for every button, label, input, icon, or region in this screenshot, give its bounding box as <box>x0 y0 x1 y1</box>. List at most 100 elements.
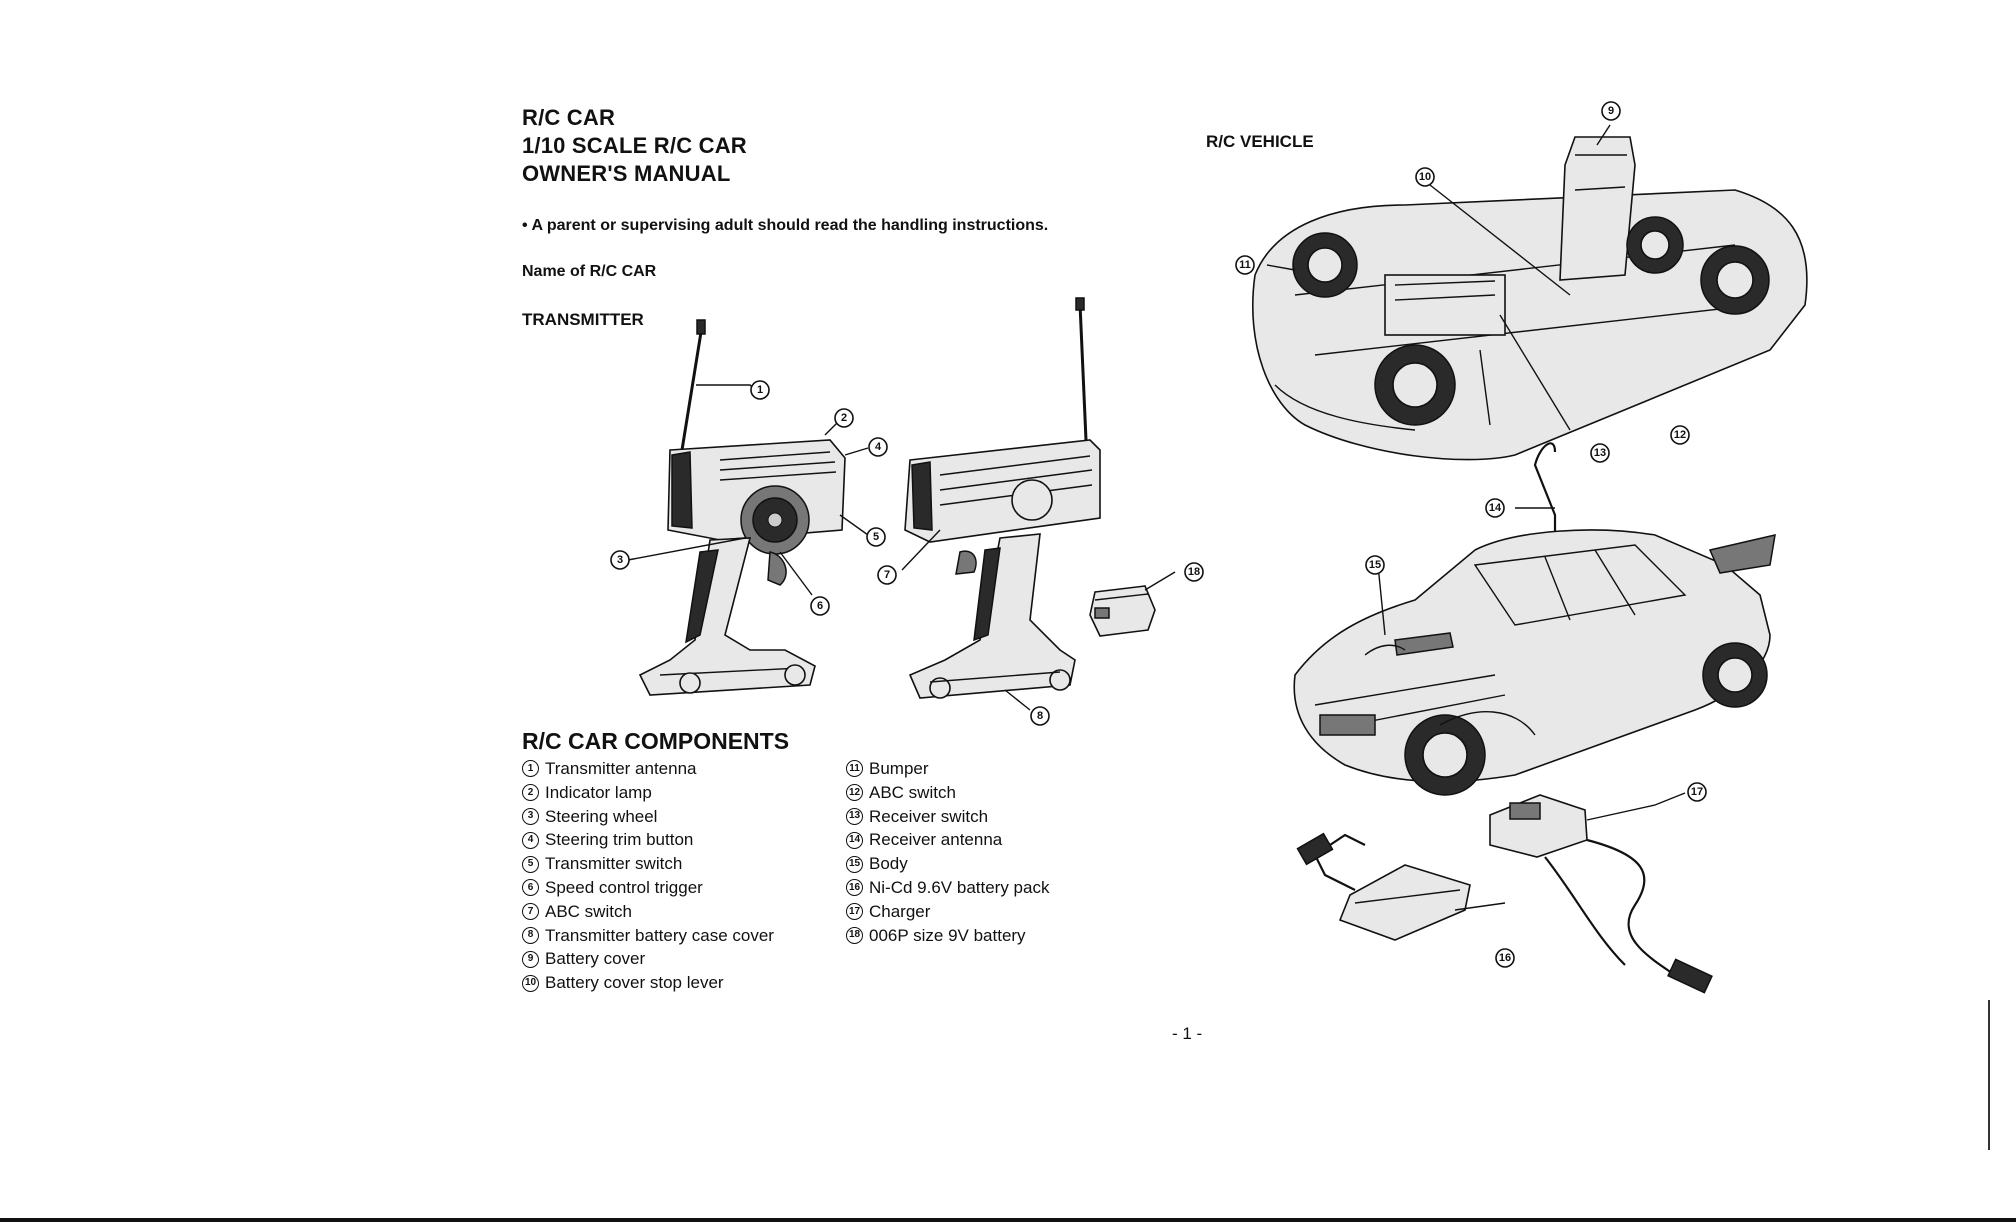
name-of-rc-car-label: Name of R/C CAR <box>522 263 657 280</box>
component-number: 17 <box>846 903 863 921</box>
component-label: Charger <box>869 901 931 921</box>
component-label: Receiver switch <box>869 806 989 826</box>
rc-vehicle-label: R/C VEHICLE <box>1206 132 1314 151</box>
component-item: 13 Receiver switch <box>846 805 1049 829</box>
car-body-drawing <box>1293 529 1776 796</box>
svg-text:4: 4 <box>875 441 882 453</box>
component-label: Bumper <box>869 759 929 778</box>
svg-text:16: 16 <box>1499 952 1511 964</box>
components-list-column-2: 11 Bumper 12 ABC switch 13 Receiver switch 14 R… <box>846 757 1049 947</box>
svg-text:10: 10 <box>1419 171 1431 183</box>
component-number: 15 <box>846 855 863 873</box>
transmitter-label: TRANSMITTER <box>522 310 644 329</box>
svg-text:17: 17 <box>1691 786 1703 798</box>
svg-text:3: 3 <box>617 554 623 566</box>
title-line-1: R/C CAR <box>522 105 616 130</box>
svg-text:9: 9 <box>1608 105 1614 117</box>
component-label: Speed control trigger <box>545 877 703 897</box>
svg-text:7: 7 <box>884 569 890 581</box>
svg-text:11: 11 <box>1239 259 1251 271</box>
svg-text:1: 1 <box>757 384 763 396</box>
component-label: Transmitter battery case cover <box>545 925 774 945</box>
transmitter-callout-leaders <box>627 384 1176 711</box>
component-item: 2 Indicator lamp <box>522 781 774 805</box>
transmitter-illustration: 1 2 4 5 3 6 7 8 18 <box>610 297 1204 726</box>
vehicle-illustration: 9 10 11 12 13 14 15 16 17 <box>1235 101 1808 994</box>
right-edge-rule <box>1988 1000 1990 1150</box>
component-number: 18 <box>846 926 863 944</box>
component-label: Indicator lamp <box>545 782 652 802</box>
component-label: Battery cover <box>545 949 646 969</box>
component-label: ABC switch <box>869 782 956 802</box>
svg-text:8: 8 <box>1037 710 1043 722</box>
component-number: 3 <box>522 807 539 825</box>
component-number: 14 <box>846 831 863 849</box>
component-item: 7 ABC switch <box>522 900 774 924</box>
component-number: 13 <box>846 807 863 825</box>
vehicle-callout-leaders <box>1266 124 1686 911</box>
component-item: 17 Charger <box>846 900 1049 924</box>
component-item: 8 Transmitter battery case cover <box>522 924 774 948</box>
svg-text:14: 14 <box>1489 502 1502 514</box>
component-number: 9 <box>522 950 539 968</box>
component-number: 12 <box>846 784 863 802</box>
svg-text:13: 13 <box>1594 447 1606 459</box>
component-label: Steering trim button <box>545 830 694 850</box>
component-label: Body <box>869 854 908 874</box>
component-number: 16 <box>846 879 863 897</box>
component-label: Battery cover stop lever <box>545 973 724 993</box>
component-label: ABC switch <box>545 901 632 921</box>
component-item: 11 Bumper <box>846 757 1049 781</box>
component-number: 8 <box>522 926 539 944</box>
manual-title: R/C CAR 1/10 SCALE R/C CAR OWNER'S MANUA… <box>522 104 747 188</box>
svg-text:6: 6 <box>817 600 823 612</box>
component-number: 11 <box>846 760 863 778</box>
receiver-antenna-wire <box>1533 442 1557 550</box>
svg-text:15: 15 <box>1369 559 1381 571</box>
component-item: 9 Battery cover <box>522 947 774 971</box>
component-item: 3 Steering wheel <box>522 805 774 829</box>
svg-text:18: 18 <box>1188 566 1200 578</box>
transmitter-rear-drawing <box>904 297 1101 699</box>
svg-text:5: 5 <box>873 531 879 543</box>
battery-charger-drawing <box>1296 794 1713 994</box>
transmitter-callout-markers: 1 2 4 5 3 6 7 8 18 <box>610 380 1204 726</box>
component-item: 1 Transmitter antenna <box>522 757 774 781</box>
supervision-notice: • A parent or supervising adult should r… <box>522 217 1049 234</box>
chassis-drawing <box>1251 136 1808 461</box>
component-item: 14 Receiver antenna <box>846 828 1049 852</box>
component-number: 7 <box>522 903 539 921</box>
components-heading: R/C CAR COMPONENTS <box>522 728 790 754</box>
transmitter-front-drawing <box>638 319 846 696</box>
component-label: Transmitter antenna <box>545 759 697 778</box>
title-line-2: 1/10 SCALE R/C CAR <box>522 133 747 158</box>
component-item: 15 Body <box>846 852 1049 876</box>
component-item: 4 Steering trim button <box>522 828 774 852</box>
component-number: 1 <box>522 760 539 778</box>
component-number: 6 <box>522 879 539 897</box>
component-item: 12 ABC switch <box>846 781 1049 805</box>
component-number: 4 <box>522 831 539 849</box>
component-label: Transmitter switch <box>545 854 683 874</box>
component-item: 16 Ni-Cd 9.6V battery pack <box>846 876 1049 900</box>
component-item: 6 Speed control trigger <box>522 876 774 900</box>
svg-text:12: 12 <box>1674 429 1686 441</box>
component-number: 5 <box>522 855 539 873</box>
title-line-3: OWNER'S MANUAL <box>522 161 731 186</box>
component-item: 10 Battery cover stop lever <box>522 971 774 995</box>
component-label: 006P size 9V battery <box>869 925 1026 945</box>
svg-text:2: 2 <box>841 412 847 424</box>
vehicle-callout-markers: 9 10 11 12 13 14 15 16 17 <box>1235 101 1707 968</box>
component-number: 10 <box>522 974 539 992</box>
component-number: 2 <box>522 784 539 802</box>
9v-battery-drawing <box>1089 585 1156 637</box>
component-label: Ni-Cd 9.6V battery pack <box>869 877 1050 897</box>
component-item: 18 006P size 9V battery <box>846 924 1049 948</box>
component-item: 5 Transmitter switch <box>522 852 774 876</box>
component-label: Steering wheel <box>545 806 658 826</box>
component-label: Receiver antenna <box>869 830 1003 850</box>
page-number: - 1 - <box>1172 1024 1203 1043</box>
bottom-edge-rule <box>0 1218 2016 1222</box>
